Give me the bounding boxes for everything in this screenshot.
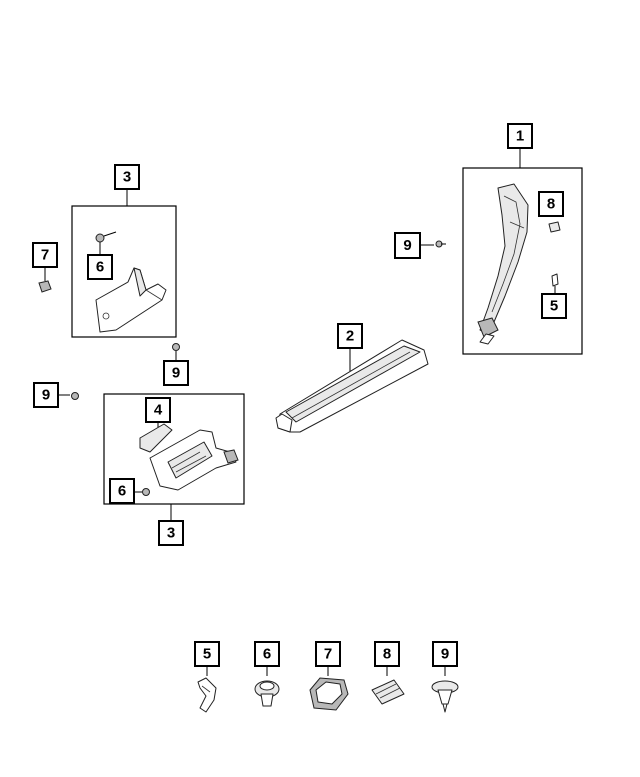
push-rivet-small-mid[interactable]	[172, 343, 180, 351]
cowl-trim-lower[interactable]	[149, 429, 239, 491]
a-pillar-trim[interactable]	[477, 183, 529, 345]
callout-5[interactable]: 5	[541, 293, 567, 319]
svg-text:3: 3	[123, 169, 131, 186]
callout-8[interactable]: 8	[538, 191, 564, 217]
svg-text:2: 2	[346, 328, 354, 345]
svg-text:7: 7	[324, 646, 332, 663]
spring-clip-icon	[371, 679, 405, 705]
svg-text:1: 1	[516, 128, 524, 145]
legend-item-7[interactable]: 7	[309, 641, 349, 711]
svg-text:9: 9	[441, 646, 449, 663]
callout-1[interactable]: 1	[507, 123, 533, 149]
push-rivet-small-right[interactable]	[435, 240, 446, 248]
callout-9-mid[interactable]: 9	[163, 360, 189, 386]
part-1-frame	[462, 167, 583, 355]
callout-9-left[interactable]: 9	[33, 382, 59, 408]
svg-text:6: 6	[118, 483, 126, 500]
fastener-legend: 5 6 7	[194, 641, 459, 713]
part-1-group: 1 8 5 9	[394, 123, 583, 355]
callout-3-top[interactable]: 3	[114, 164, 140, 190]
part-3-top-frame	[71, 205, 177, 338]
svg-text:9: 9	[42, 387, 50, 404]
svg-text:6: 6	[263, 646, 271, 663]
push-pin-small-bottom[interactable]	[142, 488, 150, 496]
svg-text:6: 6	[96, 259, 104, 276]
callout-9-right[interactable]: 9	[394, 232, 421, 259]
svg-text:8: 8	[383, 646, 391, 663]
svg-text:5: 5	[203, 646, 211, 663]
part-3-top-group: 3 6	[71, 164, 177, 338]
retainer-clip-icon	[309, 677, 349, 711]
nut-clip-small[interactable]	[551, 273, 559, 294]
callout-6-top[interactable]: 6	[87, 254, 113, 280]
svg-text:5: 5	[550, 298, 558, 315]
cowl-trim-upper[interactable]	[95, 267, 167, 333]
svg-text:4: 4	[154, 402, 163, 419]
callout-2[interactable]: 2	[337, 323, 363, 349]
svg-text:7: 7	[41, 247, 49, 264]
door-sill-plate[interactable]	[275, 339, 429, 433]
spring-clip-small[interactable]	[548, 221, 561, 233]
legend-item-8[interactable]: 8	[371, 641, 405, 705]
part-3-bottom-frame	[103, 393, 245, 505]
legend-item-9[interactable]: 9	[431, 641, 459, 713]
svg-text:9: 9	[403, 237, 411, 254]
svg-text:9: 9	[172, 365, 180, 382]
retainer-clip-small[interactable]	[38, 280, 52, 293]
callout-3-bottom[interactable]: 3	[158, 520, 184, 546]
part-3-bottom-group: 4 6 3	[103, 393, 245, 546]
push-rivet-small-left[interactable]	[71, 392, 79, 400]
legend-item-5[interactable]: 5	[194, 641, 220, 713]
nut-clip-icon	[197, 677, 217, 713]
svg-text:8: 8	[547, 196, 555, 213]
callout-7-left[interactable]: 7	[32, 242, 58, 268]
callout-6-bottom[interactable]: 6	[109, 478, 135, 504]
part-2-group: 2	[275, 323, 429, 433]
svg-text:3: 3	[167, 525, 175, 542]
push-pin-fastener-icon	[254, 680, 280, 707]
legend-item-6[interactable]: 6	[254, 641, 280, 707]
callout-4[interactable]: 4	[145, 397, 171, 423]
push-pin-small-top[interactable]	[95, 233, 105, 243]
push-rivet-icon	[431, 680, 459, 713]
cover-panel[interactable]	[139, 423, 173, 453]
